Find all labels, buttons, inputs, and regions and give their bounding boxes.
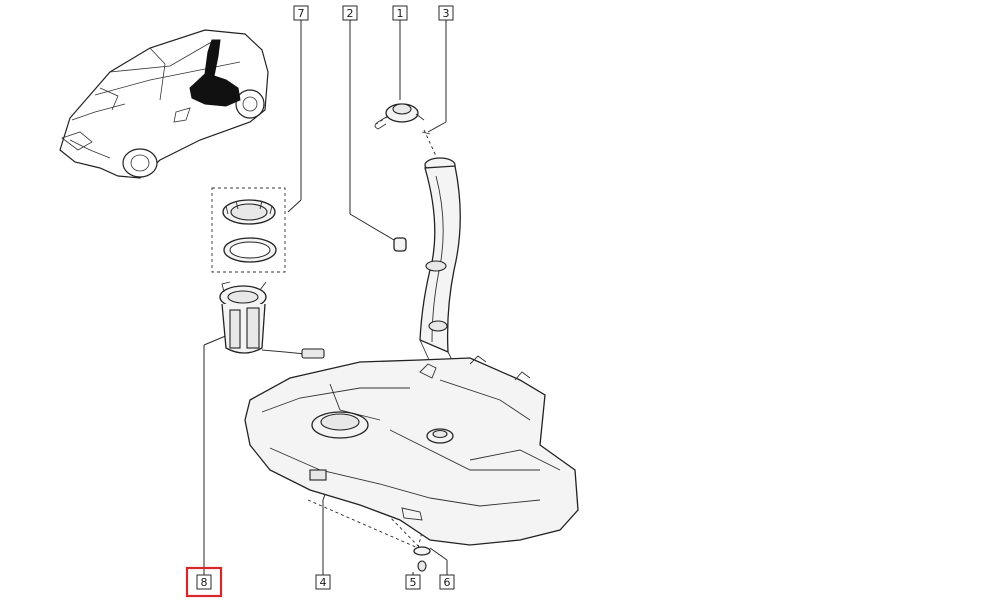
callout-4[interactable]: 4 bbox=[315, 574, 331, 590]
clip bbox=[421, 131, 431, 135]
filler-cap bbox=[374, 103, 425, 130]
filler-neck bbox=[419, 157, 461, 369]
svg-text:4: 4 bbox=[320, 576, 327, 589]
callout-2[interactable]: 2 bbox=[342, 5, 358, 21]
callout-5[interactable]: 5 bbox=[405, 574, 421, 590]
svg-text:2: 2 bbox=[347, 7, 354, 20]
callout-7[interactable]: 7 bbox=[293, 5, 309, 21]
nut-washer bbox=[413, 546, 431, 572]
svg-text:8: 8 bbox=[201, 576, 208, 589]
svg-text:5: 5 bbox=[410, 576, 417, 589]
seal-ring bbox=[223, 237, 277, 263]
lock-ring bbox=[222, 199, 276, 225]
fuel-pump-module bbox=[219, 281, 325, 359]
svg-text:3: 3 bbox=[443, 7, 450, 20]
fuel-tank bbox=[244, 355, 579, 546]
ring-seal-group bbox=[211, 187, 286, 273]
car-illustration bbox=[59, 29, 269, 179]
callout-3[interactable]: 3 bbox=[438, 5, 454, 21]
svg-text:7: 7 bbox=[298, 7, 305, 20]
grommet bbox=[393, 237, 407, 252]
callout-8[interactable]: 8 bbox=[185, 566, 223, 598]
callout-6[interactable]: 6 bbox=[439, 574, 455, 590]
callout-1[interactable]: 1 bbox=[392, 5, 408, 21]
svg-text:1: 1 bbox=[397, 7, 404, 20]
svg-text:6: 6 bbox=[444, 576, 451, 589]
